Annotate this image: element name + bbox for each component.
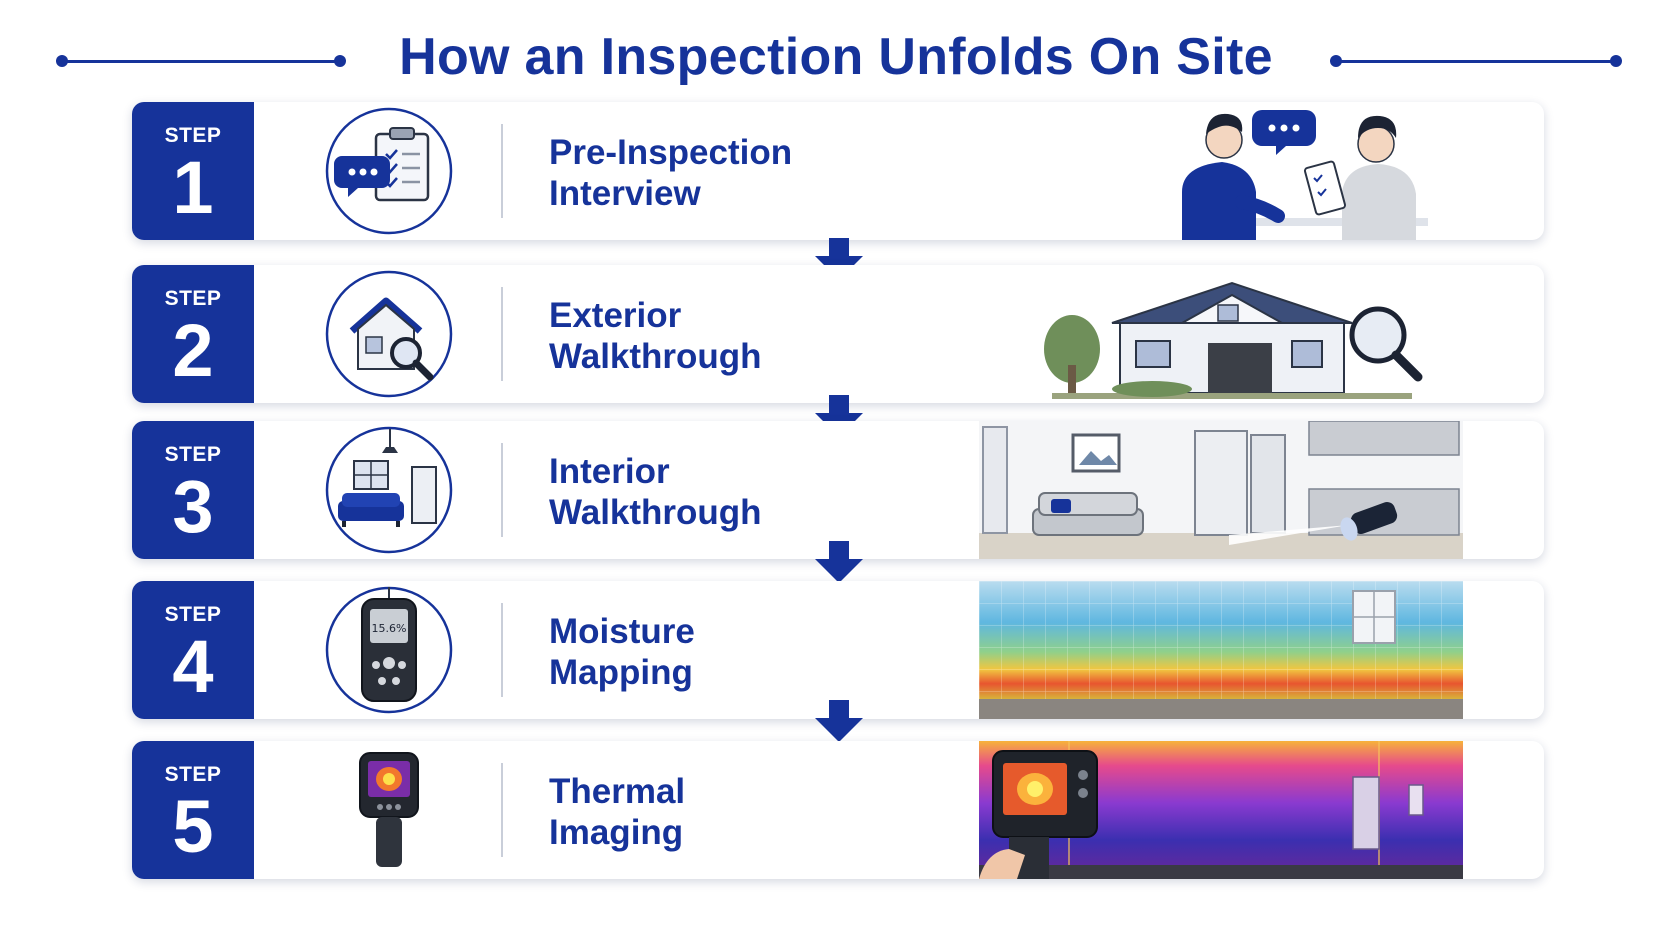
step-badge: STEP 2 <box>132 265 254 403</box>
step-label-line: Interview <box>549 174 701 213</box>
step-card-1: STEP 1 Pre-Inspection Interview <box>132 102 1544 240</box>
step-label: Moisture Mapping <box>549 611 969 693</box>
step-label-line: Exterior <box>549 296 682 335</box>
step-label: Pre-Inspection Interview <box>549 132 969 214</box>
step-label: Thermal Imaging <box>549 771 969 853</box>
step-card-2: STEP 2 Exterior Walkthrough <box>132 265 1544 403</box>
living-room-icon <box>324 425 454 555</box>
divider <box>501 124 503 218</box>
interview-scene <box>992 102 1432 240</box>
moisture-map-scene <box>979 581 1463 719</box>
title-rule-dot <box>1330 55 1342 67</box>
title-rule-dot <box>56 55 68 67</box>
step-number: 4 <box>172 625 214 708</box>
step-word: STEP <box>164 443 222 466</box>
divider <box>501 443 503 537</box>
arrow-down-icon <box>812 238 866 282</box>
step-badge: STEP 4 <box>132 581 254 719</box>
thermal-camera-icon <box>324 745 454 875</box>
step-badge: STEP 5 <box>132 741 254 879</box>
step-badge: STEP 3 <box>132 421 254 559</box>
step-card-4: STEP 4 15.6% Moisture Mapping <box>132 581 1544 719</box>
meter-reading: 15.6% <box>372 622 407 635</box>
step-word: STEP <box>164 287 222 310</box>
step-label-line: Interior <box>549 452 670 491</box>
divider <box>501 763 503 857</box>
moisture-meter-icon: 15.6% <box>324 585 454 715</box>
step-number: 1 <box>172 146 214 229</box>
step-label-line: Walkthrough <box>549 337 762 376</box>
step-number: 3 <box>172 465 214 548</box>
step-label-line: Pre-Inspection <box>549 133 793 172</box>
arrow-down-icon <box>812 541 866 585</box>
title-rule-right <box>1335 60 1617 63</box>
step-label: Exterior Walkthrough <box>549 295 969 377</box>
title-rule-dot <box>1610 55 1622 67</box>
divider <box>501 603 503 697</box>
house-exterior-scene <box>1012 265 1452 403</box>
thermal-room-scene <box>979 741 1463 879</box>
step-label-line: Moisture <box>549 612 695 651</box>
divider <box>501 287 503 381</box>
house-magnifier-icon <box>324 269 454 399</box>
interior-room-scene <box>979 421 1463 559</box>
title-rule-dot <box>334 55 346 67</box>
step-word: STEP <box>164 763 222 786</box>
arrow-down-icon <box>812 395 866 439</box>
step-number: 5 <box>172 785 214 868</box>
step-card-5: STEP 5 Thermal Imaging <box>132 741 1544 879</box>
step-badge: STEP 1 <box>132 102 254 240</box>
step-number: 2 <box>172 309 214 392</box>
page-title: How an Inspection Unfolds On Site <box>399 28 1273 86</box>
step-label-line: Imaging <box>549 813 684 852</box>
title-rule-left <box>62 60 340 63</box>
step-label-line: Walkthrough <box>549 493 762 532</box>
step-label-line: Mapping <box>549 653 693 692</box>
step-card-3: STEP 3 Interior Walkthrough <box>132 421 1544 559</box>
arrow-down-icon <box>812 700 866 744</box>
title-row: How an Inspection Unfolds On Site <box>0 22 1672 92</box>
step-word: STEP <box>164 603 222 626</box>
clipboard-speech-icon <box>324 106 454 236</box>
step-word: STEP <box>164 124 222 147</box>
step-label-line: Thermal <box>549 772 686 811</box>
step-label: Interior Walkthrough <box>549 451 969 533</box>
